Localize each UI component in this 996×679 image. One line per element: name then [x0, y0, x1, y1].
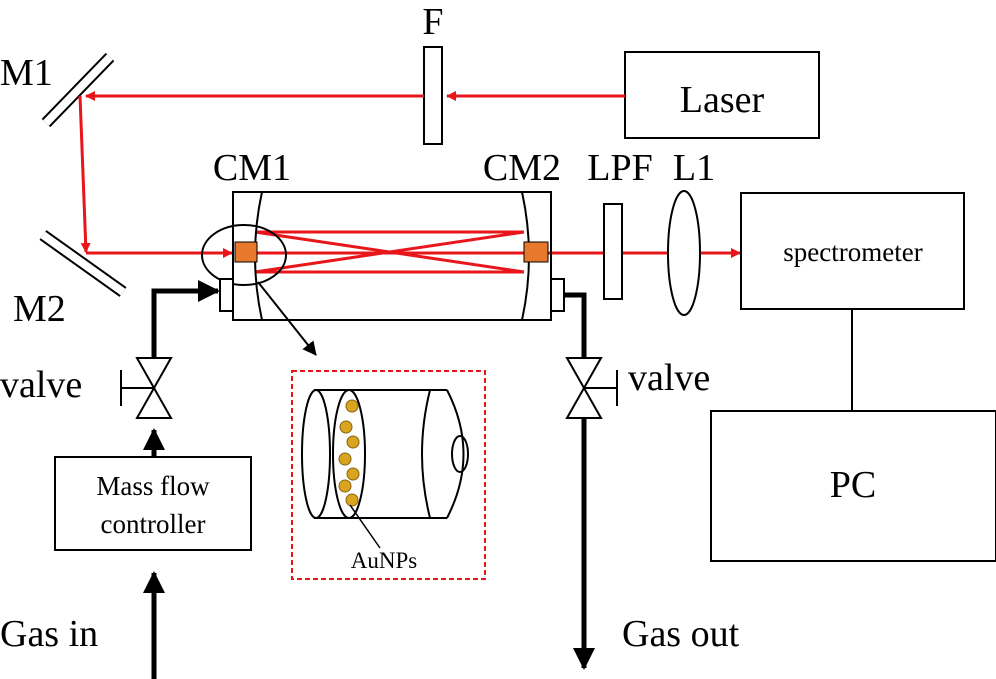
- mfc-label-line1: Mass flow: [96, 471, 210, 501]
- zoom-pointer-arrow: [257, 281, 317, 356]
- valve-right-label: valve: [628, 357, 710, 399]
- cm1-highlight-ellipse: [201, 224, 287, 286]
- laser-beam: [78, 91, 741, 274]
- pc-box: [710, 410, 996, 562]
- gold-nanoparticles: [338, 399, 360, 507]
- long-pass-filter: [603, 203, 623, 300]
- mass-flow-controller-box: [54, 456, 252, 551]
- cm1-label: CM1: [213, 147, 291, 189]
- mirror-m1-label: M1: [0, 52, 53, 94]
- cavity: [232, 191, 552, 321]
- laser-label: Laser: [680, 79, 765, 121]
- cavity-mirror-cm2: [523, 241, 549, 263]
- filter-f: [423, 46, 443, 145]
- lens-l1: [667, 190, 701, 316]
- spectrometer-box: [740, 192, 965, 310]
- gas-out-label: Gas out: [622, 613, 740, 655]
- mfc-label-line2: controller: [101, 509, 206, 539]
- valve-right: [565, 357, 618, 419]
- mirror-m2-label: M2: [13, 288, 66, 330]
- gas-inlet-line: [143, 280, 220, 679]
- cavity-mirror-cm1: [234, 241, 258, 263]
- mirror-m2: [39, 230, 127, 297]
- gas-inlet-port: [219, 278, 234, 312]
- valve-left-label: valve: [0, 364, 82, 406]
- lpf-label: LPF: [587, 147, 652, 189]
- filter-label: F: [422, 1, 443, 43]
- aunps-pointer: [349, 504, 381, 549]
- gas-outlet-port: [550, 278, 565, 312]
- inset-frame: [291, 370, 486, 580]
- aunps-label: AuNPs: [351, 548, 418, 573]
- cm2-label: CM2: [483, 147, 561, 189]
- pc-label: PC: [830, 464, 876, 506]
- laser-box: [624, 51, 820, 139]
- gas-in-label: Gas in: [0, 613, 98, 655]
- valve-left: [120, 357, 173, 419]
- mirror-m1: [41, 52, 115, 128]
- gas-outlet-line: [564, 292, 595, 670]
- lens-label: L1: [673, 147, 715, 189]
- inset-cavity-mirror-mount: [301, 389, 469, 519]
- spectrometer-label: spectrometer: [783, 237, 922, 267]
